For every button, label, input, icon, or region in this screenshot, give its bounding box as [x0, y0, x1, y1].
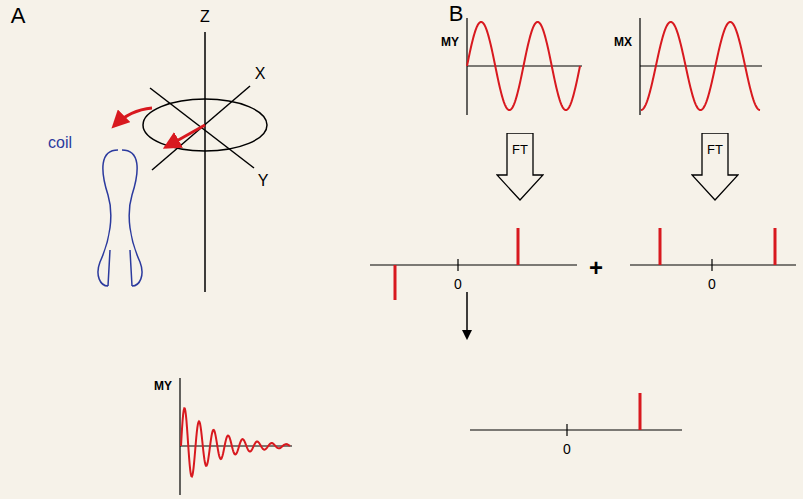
arrow-outline	[497, 133, 543, 200]
axis-label: Z	[200, 9, 210, 25]
my-sine	[467, 22, 580, 110]
axis-zero: 0	[563, 442, 571, 456]
signal-label: MY	[441, 36, 459, 48]
y-axis	[150, 88, 254, 168]
axis-label: X	[255, 66, 266, 82]
coil-label: coil	[48, 135, 72, 151]
precession-arrow	[114, 108, 152, 126]
arrow-outline	[692, 133, 738, 200]
coil-symbol	[98, 150, 142, 286]
ft-arrow: FT	[691, 133, 739, 201]
sum-arrow	[466, 292, 468, 338]
panel-letter: B	[449, 3, 464, 25]
axis-frame	[143, 32, 267, 292]
ft-arrow: FT	[496, 133, 544, 201]
spectral-peaks	[395, 228, 775, 430]
x-axis	[152, 86, 250, 170]
panel-letter: A	[11, 5, 26, 27]
signal-label: MY	[154, 380, 172, 392]
fid-decay	[181, 408, 290, 476]
magnetization-vector	[166, 125, 205, 147]
axis-zero: 0	[708, 277, 716, 291]
z-axis	[204, 32, 206, 292]
mx-cosine	[641, 22, 760, 110]
transform-label: FT	[496, 143, 544, 156]
plus-sign: +	[589, 256, 603, 280]
plot-axes	[180, 18, 796, 495]
signal-waves	[181, 22, 760, 476]
transform-label: FT	[691, 143, 739, 156]
axis-label: Y	[258, 173, 269, 189]
xy-plane	[143, 99, 267, 151]
signal-label: MX	[614, 36, 632, 48]
axis-zero: 0	[454, 277, 462, 291]
